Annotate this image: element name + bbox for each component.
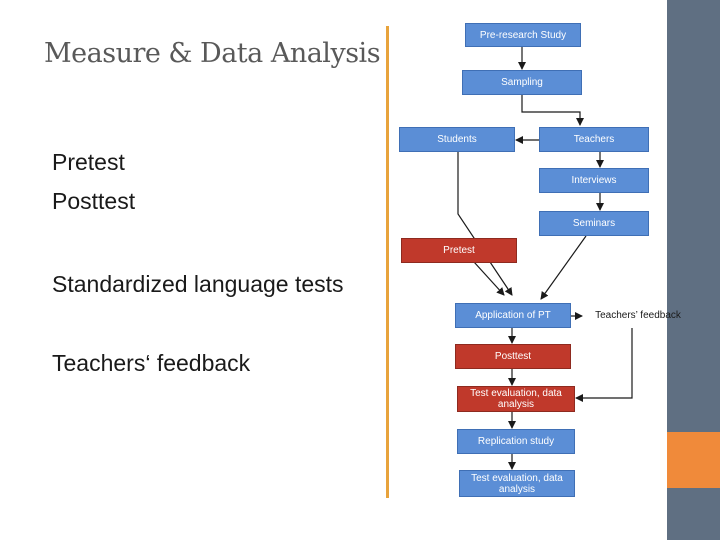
sidebar-decoration-bottom (667, 488, 720, 540)
bullet-posttest: Posttest (52, 188, 136, 214)
edge-seminars-application (540, 235, 587, 300)
node-interviews: Interviews (539, 168, 649, 193)
edge-pretest-application (473, 261, 505, 296)
title-divider (386, 26, 389, 498)
slide-title: Measure & Data Analysis (44, 38, 381, 69)
node-teachers-feedback: Teachers’ feedback (595, 310, 681, 321)
node-sampling: Sampling (462, 70, 582, 95)
node-application-of-pt: Application of PT (455, 303, 571, 328)
node-pre-research-study: Pre-research Study (465, 23, 581, 47)
edge-students-application (457, 152, 513, 296)
node-posttest: Posttest (455, 344, 571, 369)
bullet-standardized-tests: Standardized language tests (52, 271, 344, 297)
node-pretest: Pretest (401, 238, 517, 263)
bullet-pretest: Pretest (52, 149, 125, 175)
node-students: Students (399, 127, 515, 152)
node-seminars: Seminars (539, 211, 649, 236)
node-test-evaluation-1: Test evaluation, data analysis (457, 386, 575, 412)
node-teachers: Teachers (539, 127, 649, 152)
edge-feedback-eval1 (575, 328, 633, 402)
sidebar-decoration-top (667, 0, 720, 432)
edge-sampling-teachers (521, 94, 584, 126)
node-replication-study: Replication study (457, 429, 575, 454)
sidebar-decoration-accent (667, 432, 720, 488)
node-test-evaluation-2: Test evaluation, data analysis (459, 470, 575, 497)
bullet-teachers-feedback: Teachers‘ feedback (52, 350, 251, 376)
